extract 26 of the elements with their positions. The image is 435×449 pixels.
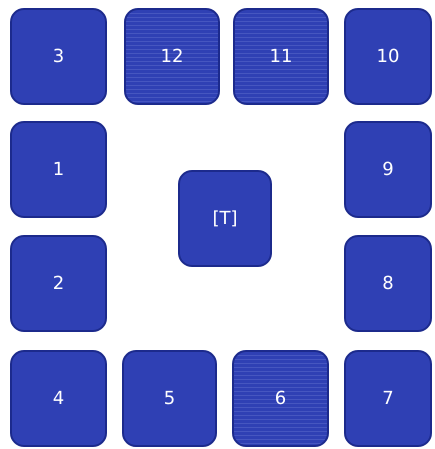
rounded-square-tile bbox=[344, 235, 432, 332]
tile-number: 7 bbox=[382, 388, 394, 409]
rounded-square-tile bbox=[122, 350, 217, 447]
tile-number: 8 bbox=[382, 273, 394, 294]
rounded-square-tile bbox=[10, 121, 107, 218]
rounded-square-tile bbox=[10, 235, 107, 332]
tile-number: 4 bbox=[52, 388, 64, 409]
tile-number: 10 bbox=[376, 46, 400, 67]
rounded-square-tile bbox=[233, 8, 329, 105]
rounded-square-tile bbox=[10, 350, 107, 447]
tile-number: 12 bbox=[160, 46, 184, 67]
tile-number: 6 bbox=[274, 388, 286, 409]
rounded-square-tile bbox=[232, 350, 329, 447]
tile-number: 11 bbox=[270, 46, 292, 67]
rounded-square-tile bbox=[10, 8, 107, 105]
tile-number: 2 bbox=[52, 273, 64, 294]
rounded-square-tile bbox=[178, 170, 272, 267]
tile-number: 3 bbox=[52, 46, 64, 67]
rounded-square-tile bbox=[344, 121, 432, 218]
tile-number: 1 bbox=[52, 159, 64, 180]
rounded-square-tile bbox=[344, 8, 432, 105]
rounded-square-tile bbox=[344, 350, 432, 447]
rounded-square-tile bbox=[124, 8, 220, 105]
tile-number: 9 bbox=[382, 159, 394, 180]
tile-number: [T] bbox=[212, 208, 238, 229]
tile-number: 5 bbox=[164, 388, 176, 409]
